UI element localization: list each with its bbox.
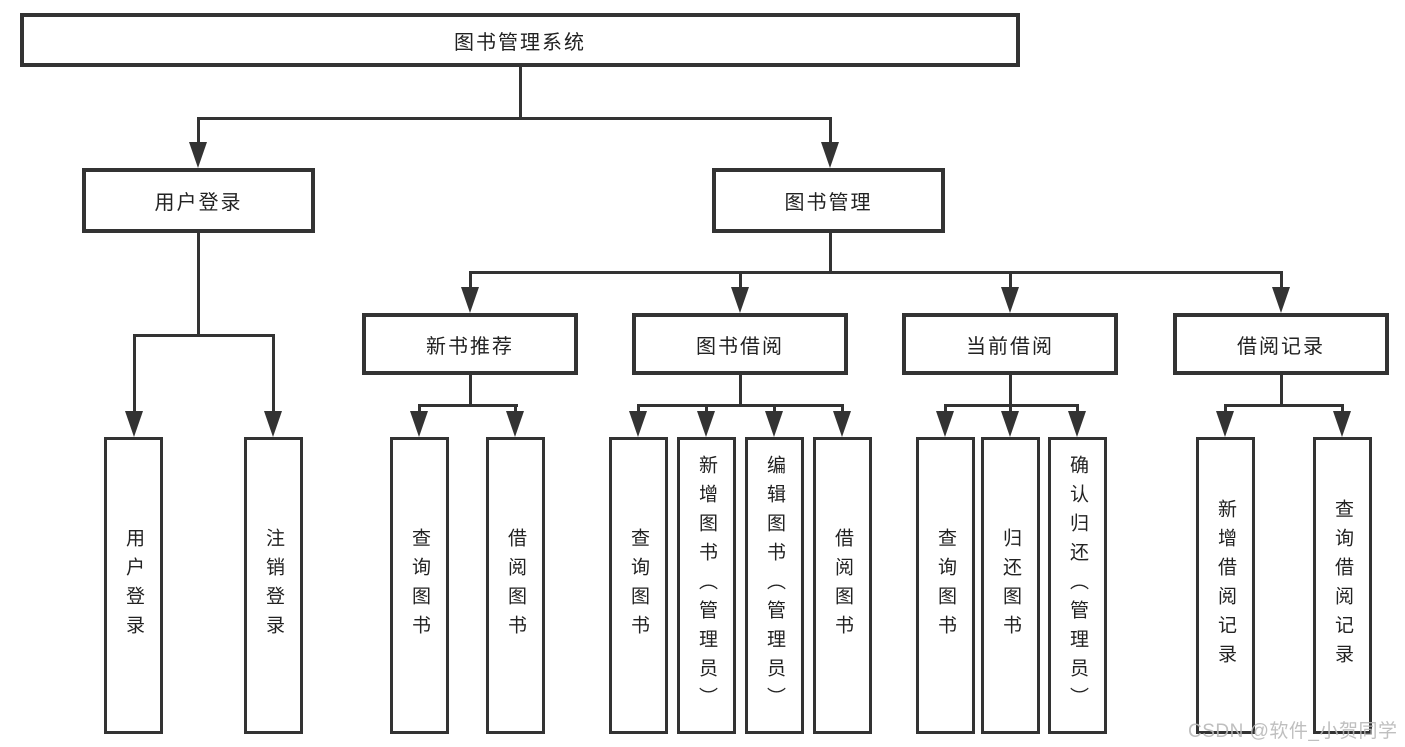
arrow-down-icon bbox=[189, 142, 207, 168]
node-label: 用户登录 bbox=[123, 527, 144, 644]
connector-line bbox=[1009, 375, 1012, 406]
connector-line bbox=[637, 404, 843, 407]
arrow-down-icon bbox=[1272, 287, 1290, 313]
connector-line bbox=[1280, 271, 1283, 293]
arrow-down-icon bbox=[506, 411, 524, 437]
node-book-mgmt: 图书管理 bbox=[712, 168, 945, 233]
node-label: 归还图书 bbox=[1000, 527, 1021, 644]
node-label: 查询图书 bbox=[628, 527, 649, 644]
arrow-down-icon bbox=[821, 142, 839, 168]
connector-line bbox=[133, 334, 136, 416]
arrow-down-icon bbox=[1001, 287, 1019, 313]
connector-line bbox=[272, 334, 275, 416]
connector-line bbox=[829, 233, 832, 274]
node-cb-confirm-return-admin: 确认归还（管理员） bbox=[1048, 437, 1107, 734]
node-label: 图书借阅 bbox=[696, 335, 784, 358]
node-label: 借阅图书 bbox=[832, 527, 853, 644]
connector-line bbox=[469, 375, 472, 406]
node-cb-query-books: 查询图书 bbox=[916, 437, 975, 734]
node-label: 编辑图书（管理员） bbox=[764, 455, 785, 716]
arrow-down-icon bbox=[765, 411, 783, 437]
arrow-down-icon bbox=[264, 411, 282, 437]
node-label: 查询图书 bbox=[935, 527, 956, 644]
node-borrow-records: 借阅记录 bbox=[1173, 313, 1389, 375]
connector-line bbox=[418, 404, 518, 407]
arrow-down-icon bbox=[125, 411, 143, 437]
connector-line bbox=[739, 375, 742, 406]
node-label: 注销登录 bbox=[263, 527, 284, 644]
connector-line bbox=[197, 117, 200, 148]
node-label: 新增借阅记录 bbox=[1215, 498, 1236, 673]
connector-line bbox=[197, 233, 200, 336]
node-label: 借阅记录 bbox=[1237, 335, 1325, 358]
node-user-login: 用户登录 bbox=[82, 168, 315, 233]
node-bb-add-books-admin: 新增图书（管理员） bbox=[677, 437, 736, 734]
node-book-borrow: 图书借阅 bbox=[632, 313, 848, 375]
node-br-add-record: 新增借阅记录 bbox=[1196, 437, 1255, 734]
connector-line bbox=[829, 117, 832, 148]
connector-line bbox=[519, 67, 522, 118]
arrow-down-icon bbox=[629, 411, 647, 437]
node-bb-borrow-books: 借阅图书 bbox=[813, 437, 872, 734]
node-user-login-leaf: 用户登录 bbox=[104, 437, 163, 734]
node-bb-query-books: 查询图书 bbox=[609, 437, 668, 734]
node-label: 图书管理 bbox=[784, 192, 873, 214]
connector-line bbox=[197, 117, 832, 120]
arrow-down-icon bbox=[697, 411, 715, 437]
node-cb-return-books: 归还图书 bbox=[981, 437, 1040, 734]
node-bb-edit-books-admin: 编辑图书（管理员） bbox=[745, 437, 804, 734]
connector-line bbox=[1224, 404, 1343, 407]
arrow-down-icon bbox=[833, 411, 851, 437]
node-new-book-rec: 新书推荐 bbox=[362, 313, 578, 375]
connector-line bbox=[469, 271, 1283, 274]
node-label: 查询借阅记录 bbox=[1332, 498, 1353, 673]
connector-line bbox=[1280, 375, 1283, 406]
arrow-down-icon bbox=[1216, 411, 1234, 437]
node-label: 借阅图书 bbox=[505, 527, 526, 644]
node-label: 当前借阅 bbox=[966, 335, 1054, 358]
arrow-down-icon bbox=[461, 287, 479, 313]
node-current-borrow: 当前借阅 bbox=[902, 313, 1118, 375]
node-label: 用户登录 bbox=[154, 192, 243, 214]
connector-line bbox=[1009, 271, 1012, 293]
node-label: 确认归还（管理员） bbox=[1067, 455, 1088, 716]
arrow-down-icon bbox=[1333, 411, 1351, 437]
node-br-query-record: 查询借阅记录 bbox=[1313, 437, 1372, 734]
node-label: 新书推荐 bbox=[426, 335, 514, 358]
node-nb-query-books: 查询图书 bbox=[390, 437, 449, 734]
node-logout-leaf: 注销登录 bbox=[244, 437, 303, 734]
arrow-down-icon bbox=[1001, 411, 1019, 437]
arrow-down-icon bbox=[410, 411, 428, 437]
arrow-down-icon bbox=[936, 411, 954, 437]
connector-line bbox=[133, 334, 275, 337]
node-label: 查询图书 bbox=[409, 527, 430, 644]
arrow-down-icon bbox=[731, 287, 749, 313]
arrow-down-icon bbox=[1068, 411, 1086, 437]
node-root: 图书管理系统 bbox=[20, 13, 1020, 67]
connector-line bbox=[739, 271, 742, 293]
connector-line bbox=[469, 271, 472, 293]
csdn-watermark: CSDN @软件_小贺同学 bbox=[1188, 721, 1398, 742]
node-label: 新增图书（管理员） bbox=[696, 455, 717, 716]
node-nb-borrow-books: 借阅图书 bbox=[486, 437, 545, 734]
node-label: 图书管理系统 bbox=[454, 31, 586, 54]
